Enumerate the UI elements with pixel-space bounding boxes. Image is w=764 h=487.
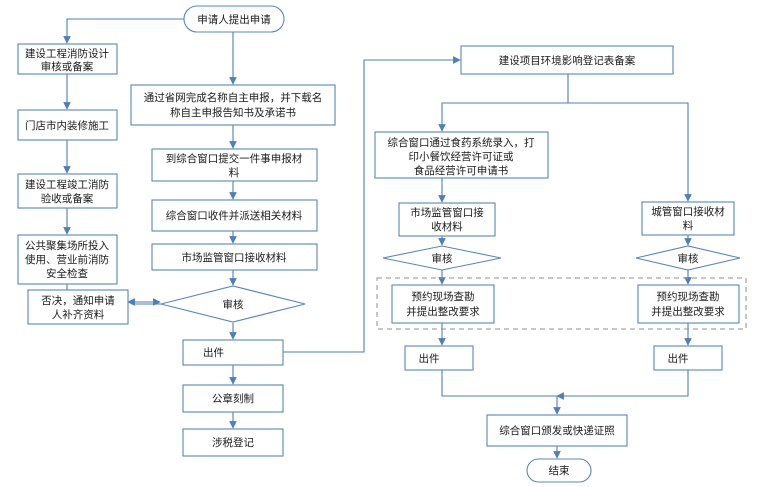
edge-env-to-branches	[438, 74, 569, 132]
node-issue-right-text: 出件	[668, 352, 689, 365]
node-seal-text: 公章刻制	[212, 392, 254, 405]
node-fire-acceptance: 建设工程竣工消防 验收或备案	[17, 173, 118, 209]
node-review-left-text: 审核	[432, 252, 453, 265]
node-fire-acceptance-line-1: 建设工程竣工消防	[25, 178, 109, 191]
node-food-system-line-3: 食品经营许可申请书	[414, 164, 509, 177]
node-tax-text: 涉税登记	[212, 436, 254, 449]
node-online-apply-line-1: 通过省网完成名称自主申报，并下载名	[144, 91, 323, 104]
node-issue-right: 出件	[653, 345, 723, 371]
node-online-apply-line-2: 称自主申报告知书及承诺书	[170, 106, 296, 119]
node-reject-line-1: 否决，通知申请	[41, 294, 115, 307]
node-inspect-right: 预约现场查勘 并提出整改要求	[637, 284, 740, 324]
node-issue-main-text: 出件	[203, 346, 224, 359]
edge-issue-right-to-final	[556, 370, 689, 400]
node-start-text: 申请人提出申请	[197, 13, 271, 26]
edge-review-to-reject	[127, 298, 161, 306]
edge-env-to-city	[568, 102, 692, 202]
node-start: 申请人提出申请	[183, 5, 285, 33]
node-issue-left-text: 出件	[419, 352, 440, 365]
node-inspect-left-line-2: 并提出整改要求	[406, 305, 480, 318]
node-reject: 否决，通知申请 人补齐资料	[27, 289, 129, 325]
node-inspect-right-line-2: 并提出整改要求	[651, 305, 725, 318]
node-fire-design: 建设工程消防设计 审核或备案	[17, 43, 118, 75]
node-issue-left: 出件	[404, 345, 474, 371]
node-tax: 涉税登记	[182, 428, 284, 457]
node-public-safety-line-3: 安全检查	[46, 267, 88, 280]
node-public-safety-line-2: 使用、营业前消防	[25, 253, 109, 266]
node-env-record: 建设项目环境影响登记表备案	[460, 45, 674, 75]
node-review-left: 审核	[382, 245, 502, 271]
node-city-receive: 城管窗口接收材 料	[641, 201, 735, 236]
node-seal: 公章刻制	[182, 384, 284, 413]
node-submit-materials: 到综合窗口提交一件事申报材 料	[151, 148, 318, 182]
node-final-issue-text: 综合窗口颁发或快递证照	[499, 424, 615, 437]
node-market-receive-right-line-2: 收材料	[431, 220, 463, 233]
node-issue-main: 出件	[182, 339, 284, 366]
node-review-right-text: 审核	[678, 252, 699, 265]
node-inspect-left-line-1: 预约现场查勘	[412, 290, 475, 303]
node-review-main: 审核	[160, 285, 306, 323]
node-reject-line-2: 人补齐资料	[52, 308, 105, 321]
node-final-issue: 综合窗口颁发或快递证照	[486, 414, 628, 447]
node-fire-acceptance-line-2: 验收或备案	[41, 192, 94, 205]
node-market-receive-right: 市场监管窗口接 收材料	[398, 202, 496, 237]
node-city-receive-line-2: 料	[683, 219, 694, 232]
node-fire-design-line-1: 建设工程消防设计	[25, 47, 109, 60]
edge-issue-to-env-record	[283, 56, 461, 353]
node-market-receive: 市场监管窗口接收材料	[151, 243, 318, 271]
node-food-system-line-1: 综合窗口通过食药系统录入，打	[388, 136, 535, 149]
node-end-text: 结束	[549, 464, 570, 477]
node-receive-dispatch-text: 综合窗口收件并派送相关材料	[166, 209, 303, 222]
node-online-apply: 通过省网完成名称自主申报，并下载名 称自主申报告知书及承诺书	[130, 84, 336, 126]
node-city-receive-line-1: 城管窗口接收材	[651, 205, 725, 218]
edge-start-to-fire-design	[63, 18, 184, 44]
inspection-group-outline	[376, 277, 747, 330]
node-review-right: 审核	[635, 245, 741, 271]
node-inspect-right-line-1: 预约现场查勘	[657, 290, 720, 303]
node-submit-materials-line-2: 料	[229, 166, 240, 179]
edge-issue-left-to-final	[441, 370, 561, 415]
node-fire-design-line-2: 审核或备案	[41, 60, 94, 73]
node-env-record-text: 建设项目环境影响登记表备案	[499, 54, 636, 67]
node-food-system-line-2: 印小餐饮经营许可证或	[409, 150, 514, 163]
node-renovation: 门店市内装修施工	[17, 109, 118, 141]
node-submit-materials-line-1: 到综合窗口提交一件事申报材	[166, 152, 303, 165]
node-food-system: 综合窗口通过食药系统录入，打 印小餐饮经营许可证或 食品经营许可申请书	[374, 131, 549, 179]
node-public-safety: 公共聚集场所投入 使用、营业前消防 安全检查	[17, 234, 118, 285]
node-review-main-text: 审核	[223, 298, 244, 311]
node-public-safety-line-1: 公共聚集场所投入	[25, 239, 109, 252]
node-receive-dispatch: 综合窗口收件并派送相关材料	[151, 199, 318, 232]
node-inspect-left: 预约现场查勘 并提出整改要求	[391, 284, 495, 324]
node-end: 结束	[526, 458, 592, 483]
node-renovation-text: 门店市内装修施工	[25, 119, 109, 132]
node-market-receive-text: 市场监管窗口接收材料	[182, 251, 287, 264]
node-market-receive-right-line-1: 市场监管窗口接	[410, 206, 484, 219]
